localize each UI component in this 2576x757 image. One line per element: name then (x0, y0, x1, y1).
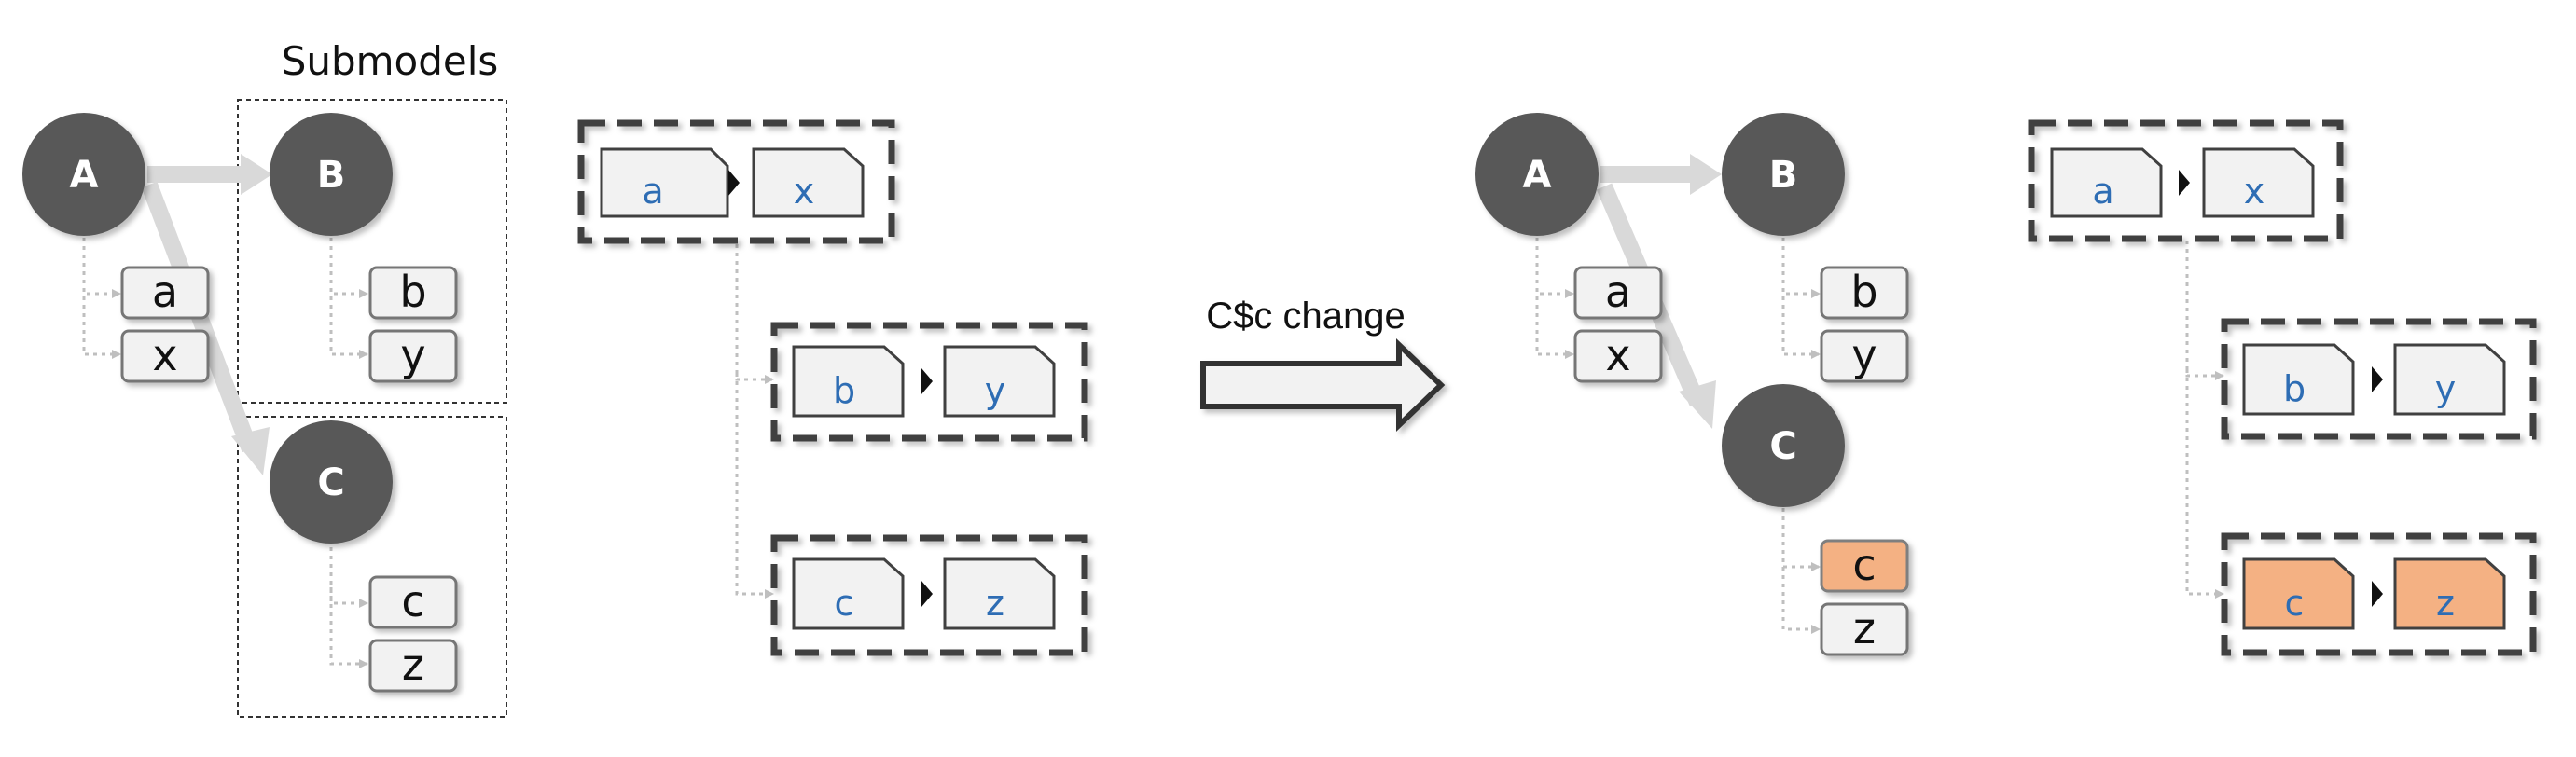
submodels-title: Submodels (282, 38, 499, 84)
svg-text:c: c (2285, 583, 2305, 624)
node-b: B (270, 113, 393, 236)
doc-group-ax-before: a x (577, 119, 895, 244)
var-box-b: b (368, 266, 458, 320)
var-box-y: y (368, 329, 458, 383)
svg-text:y: y (2435, 368, 2457, 409)
svg-text:a: a (2092, 171, 2113, 212)
node-b-after: B (1722, 113, 1845, 236)
svg-text:a: a (1605, 267, 1631, 317)
svg-text:x: x (1605, 330, 1630, 380)
doc-group-by-before: b y (770, 322, 1088, 442)
doc-group-ax-after: a x (2028, 119, 2344, 242)
var-box-b-after: b (1820, 266, 1909, 320)
svg-text:x: x (794, 171, 815, 212)
svg-text:c: c (835, 583, 854, 624)
svg-text:B: B (317, 154, 346, 197)
svg-text:b: b (399, 267, 426, 317)
svg-text:c: c (401, 576, 424, 626)
svg-text:y: y (985, 370, 1006, 411)
svg-text:b: b (833, 370, 855, 411)
dotted-links-b (329, 238, 368, 359)
doc-tree-links-before (735, 244, 774, 599)
var-box-x: x (120, 329, 210, 383)
dotted-links-a (82, 238, 121, 359)
node-c: C (270, 420, 393, 544)
svg-text:B: B (1769, 154, 1798, 197)
doc-group-by-after: b y (2221, 318, 2537, 440)
dotted-links-c (329, 547, 368, 668)
doc-group-cz-before: c z (770, 534, 1088, 656)
var-box-c-after-changed: c (1820, 539, 1909, 593)
svg-text:z: z (986, 583, 1004, 624)
svg-text:z: z (2436, 583, 2455, 624)
svg-text:C: C (1769, 425, 1796, 468)
doc-group-cz-after-changed: c z (2221, 532, 2537, 656)
dotted-links-after (1535, 238, 1821, 634)
var-box-c: c (368, 575, 458, 629)
var-box-x-after: x (1573, 329, 1663, 383)
var-box-z-after: z (1820, 602, 1909, 656)
node-c-after: C (1722, 384, 1845, 507)
svg-text:a: a (152, 267, 178, 317)
svg-text:b: b (2283, 368, 2306, 409)
svg-text:A: A (70, 154, 99, 197)
svg-text:z: z (402, 640, 424, 690)
svg-text:C: C (317, 461, 344, 504)
svg-text:z: z (1853, 603, 1876, 654)
flow-arrow-a-b (147, 154, 272, 195)
svg-text:a: a (642, 171, 663, 212)
node-a: A (22, 113, 145, 236)
svg-text:A: A (1523, 154, 1552, 197)
var-box-a-after: a (1573, 266, 1663, 320)
svg-text:x: x (152, 330, 177, 380)
svg-text:b: b (1850, 267, 1877, 317)
var-box-y-after: y (1820, 329, 1909, 383)
submodel-box-b (237, 99, 507, 404)
change-arrow (1200, 337, 1446, 433)
svg-text:x: x (2244, 171, 2265, 212)
svg-text:y: y (400, 330, 425, 380)
svg-text:c: c (1852, 540, 1876, 590)
svg-text:y: y (1851, 330, 1877, 380)
flow-arrow-a-b-after (1600, 154, 1722, 195)
change-label: C$c change (1206, 296, 1405, 337)
submodel-box-c (237, 416, 507, 718)
var-box-z: z (368, 639, 458, 693)
var-box-a: a (120, 266, 210, 320)
node-a-after: A (1475, 113, 1599, 236)
doc-tree-links-after (2185, 241, 2224, 599)
